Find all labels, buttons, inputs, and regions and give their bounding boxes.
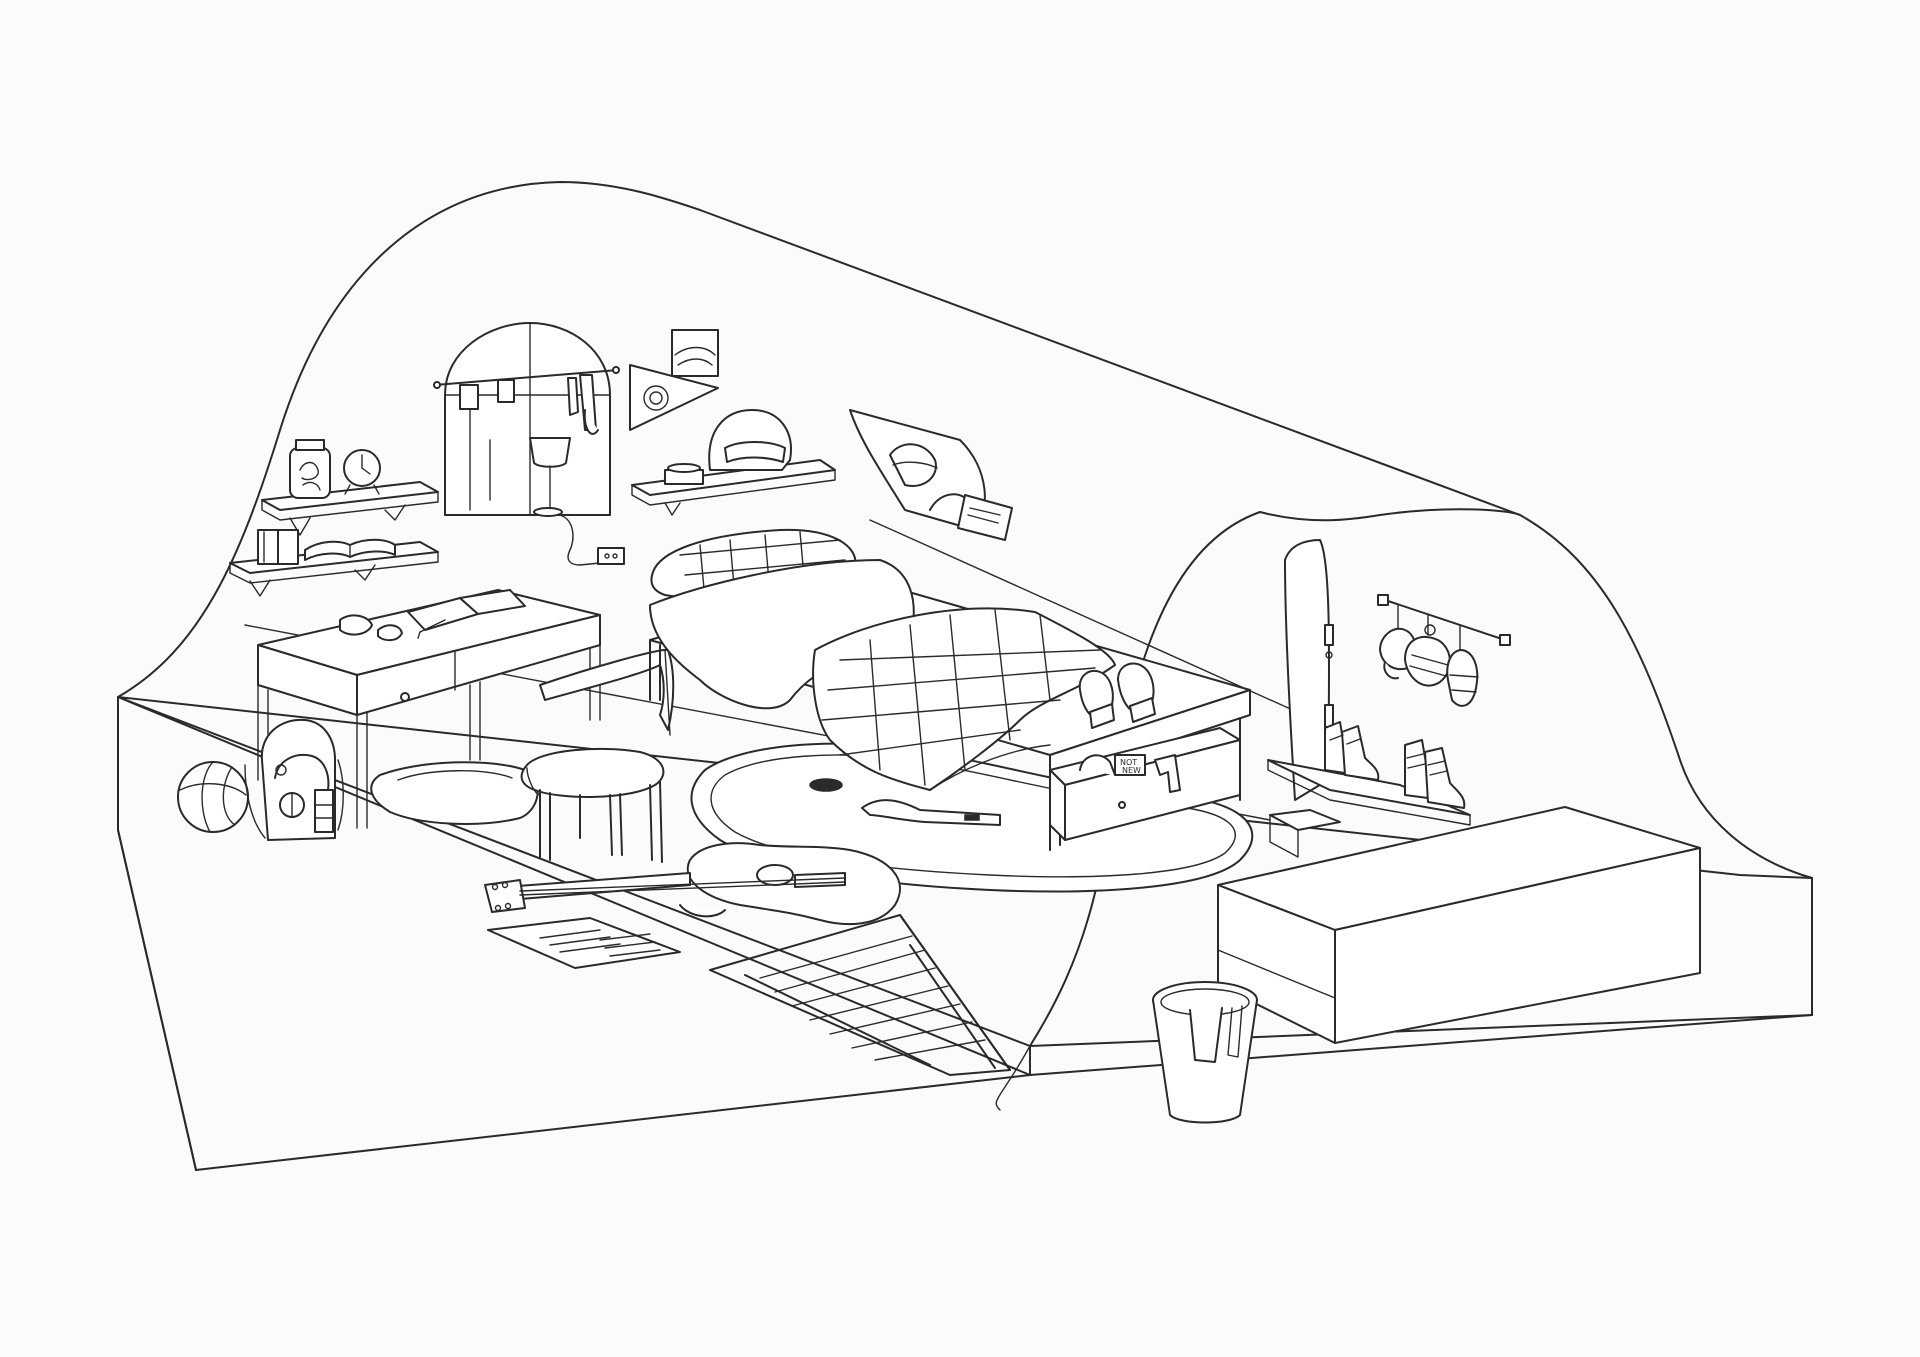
hockey-stick bbox=[861, 799, 1001, 826]
backpack bbox=[244, 718, 344, 841]
desk-chair bbox=[520, 648, 675, 863]
arched-window bbox=[433, 322, 620, 516]
shoe-shelf bbox=[1267, 721, 1471, 826]
mittens bbox=[1078, 662, 1156, 729]
wall-poster bbox=[671, 329, 719, 377]
drawer-sign-line1: NOT bbox=[1120, 758, 1137, 767]
under-bed-drawer: NOT NEW bbox=[1049, 727, 1241, 841]
bed bbox=[649, 528, 1251, 851]
roof-skylight bbox=[849, 409, 1013, 541]
upper-shelf bbox=[261, 439, 439, 536]
bucket bbox=[1152, 981, 1258, 1124]
table-lamp bbox=[529, 437, 625, 566]
guitar bbox=[484, 842, 901, 926]
stairs-hatch bbox=[709, 914, 1011, 1076]
helmet-shelf bbox=[631, 409, 836, 516]
sheet-music bbox=[487, 917, 681, 969]
desk-rug bbox=[370, 761, 539, 825]
study-desk bbox=[257, 589, 601, 829]
step-block bbox=[1269, 809, 1341, 858]
drawer-sign-line2: NEW bbox=[1122, 766, 1141, 775]
dresser-chest bbox=[1217, 806, 1701, 1044]
hat-rack bbox=[1377, 594, 1511, 707]
basketball bbox=[177, 761, 249, 833]
lower-shelf bbox=[229, 529, 439, 597]
wardrobe-door bbox=[1284, 539, 1334, 801]
